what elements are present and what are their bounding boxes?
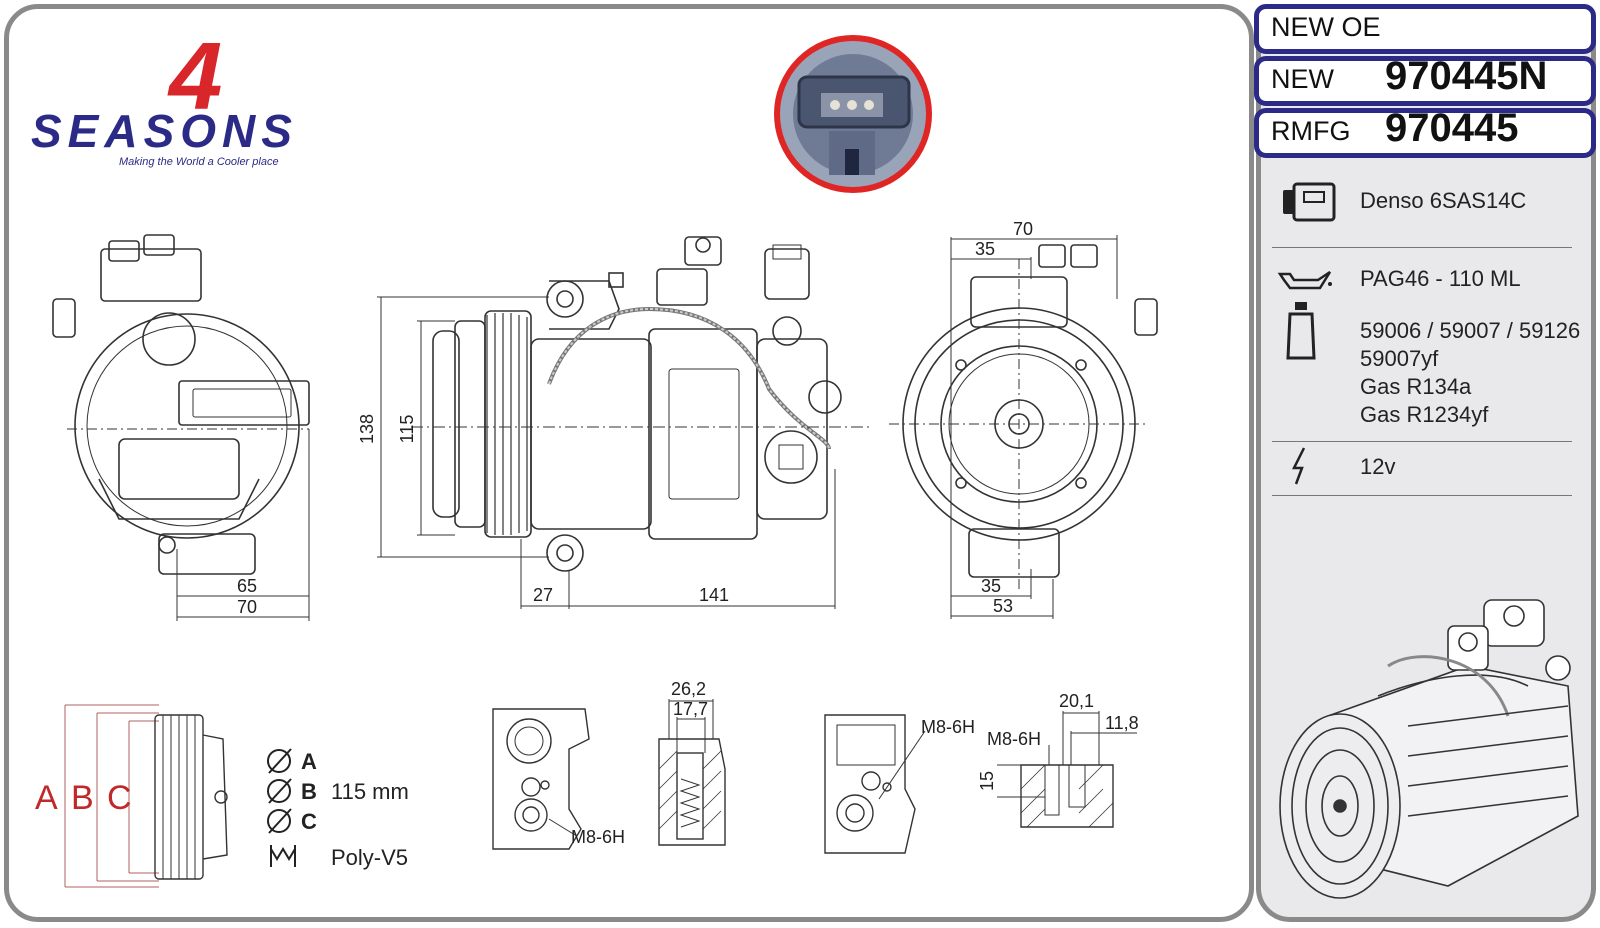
pulley-profile — [154, 714, 228, 880]
dim-port-26-2: 26,2 — [671, 679, 706, 699]
diam-label-a: A — [301, 749, 317, 774]
diameter-icons — [267, 748, 296, 867]
dim-depth-11-8: 11,8 — [1105, 713, 1139, 733]
connector-photo — [774, 35, 932, 193]
thread-label-1: M8-6H — [571, 827, 625, 847]
pulley-detail-drawing — [64, 704, 159, 888]
oil-refs-1: 59006 / 59007 / 59126 — [1360, 318, 1581, 343]
front-dimensions — [950, 235, 1118, 619]
new-oe-label: NEW OE — [1271, 12, 1381, 42]
new-label: NEW — [1271, 64, 1334, 94]
oil-refs-2: 59007yf — [1360, 346, 1439, 371]
diam-label-b: B — [301, 779, 317, 804]
spec-divider — [1272, 441, 1572, 442]
side-view-drawing — [411, 236, 869, 572]
dim-side-141: 141 — [699, 585, 729, 605]
thread-label-3: M8-6H — [987, 729, 1041, 749]
logo-number: 4 — [167, 23, 222, 130]
oil-spec: PAG46 - 110 ML — [1360, 266, 1521, 291]
dim-side-27: 27 — [533, 585, 553, 605]
gas-1: Gas R134a — [1360, 374, 1472, 399]
dim-rear-65: 65 — [237, 576, 257, 596]
dim-port-17-7: 17,7 — [673, 699, 708, 719]
rear-view-drawing — [52, 234, 310, 575]
port-detail-2-drawing — [658, 699, 726, 846]
pulley-label-a: A — [35, 779, 58, 817]
dim-front-35-top: 35 — [975, 239, 995, 259]
dim-side-138: 138 — [357, 414, 377, 444]
front-view-drawing — [889, 244, 1158, 589]
port-detail-4-drawing — [997, 711, 1137, 828]
voltage-spec: 12v — [1360, 454, 1396, 479]
dim-front-53: 53 — [993, 596, 1013, 616]
pulley-label-c: C — [107, 779, 132, 817]
spec-divider — [1272, 495, 1572, 496]
thread-label-2: M8-6H — [921, 717, 975, 737]
pulley-label-b: B — [71, 779, 94, 817]
diam-label-c: C — [301, 809, 317, 834]
logo-word: SEASONS — [31, 105, 298, 157]
dim-depth-15: 15 — [977, 771, 997, 791]
technical-drawing: 4 SEASONS Making the World a Cooler plac… — [31, 23, 1158, 888]
rmfg-part-box: RMFG 970445 — [1254, 106, 1596, 158]
dim-depth-20-1: 20,1 — [1059, 691, 1094, 711]
rmfg-label: RMFG — [1271, 116, 1351, 146]
side-dimensions — [377, 296, 836, 609]
rmfg-part-number: 970445 — [1385, 106, 1519, 150]
dim-side-115: 115 — [397, 415, 417, 444]
dim-front-70: 70 — [1013, 219, 1033, 239]
gas-2: Gas R1234yf — [1360, 402, 1489, 427]
compressor-icon — [1283, 182, 1336, 222]
belt-type: Poly-V5 — [331, 845, 408, 870]
rear-dimensions — [176, 429, 310, 621]
new-oe-box: NEW OE — [1254, 4, 1596, 54]
oil-can-icon — [1277, 270, 1332, 290]
port-detail-3-drawing — [824, 714, 926, 854]
logo-tagline: Making the World a Cooler place — [119, 156, 279, 168]
lightning-icon — [1291, 447, 1306, 485]
dim-rear-70: 70 — [237, 597, 257, 617]
port-detail-1-drawing — [492, 708, 590, 850]
compressor-model: Denso 6SAS14C — [1360, 188, 1527, 213]
spec-divider — [1272, 247, 1572, 248]
compressor-product-image — [1279, 599, 1579, 899]
brand-logo: 4 SEASONS Making the World a Cooler plac… — [31, 23, 298, 168]
new-part-number: 970445N — [1385, 54, 1548, 98]
new-part-box: NEW 970445N — [1254, 54, 1596, 106]
drawing-panel: 4 SEASONS Making the World a Cooler plac… — [4, 4, 1254, 922]
pulley-diameter: 115 mm — [331, 779, 409, 804]
dim-front-35-bottom: 35 — [981, 576, 1001, 596]
oil-bottle-icon — [1286, 302, 1316, 360]
